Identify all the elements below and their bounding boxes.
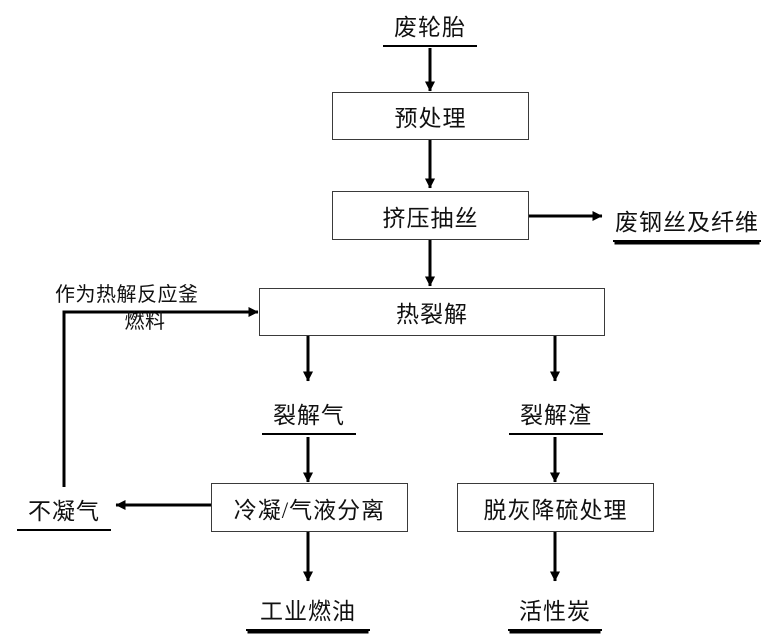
node-pretreatment: 预处理 [332,92,529,140]
node-pyrolysis-residue: 裂解渣 [509,396,603,435]
edge-label-recycle-fuel-line2: 燃料 [124,311,166,333]
node-noncondensable-gas: 不凝气 [17,492,111,531]
node-deash-desulfur: 脱灰降硫处理 [457,483,654,532]
edge-label-recycle-fuel: 作为热解反应釜 燃料 [55,282,235,336]
edge-noncondensable-recycle-to-pyrolysis [62,306,259,487]
node-pyrolysis-gas: 裂解气 [262,396,356,435]
node-pyrolysis: 热裂解 [259,288,605,336]
node-waste-tire: 废轮胎 [383,8,477,47]
node-waste-steel-fiber: 废钢丝及纤维 [613,203,761,242]
node-activated-carbon: 活性炭 [508,592,602,631]
node-condensation-separation: 冷凝/气液分离 [211,483,408,532]
edge-label-recycle-fuel-line1: 作为热解反应釜 [55,284,199,306]
node-industrial-fuel-oil: 工业燃油 [246,592,370,631]
node-extrusion-wiredraw: 挤压抽丝 [332,191,529,240]
